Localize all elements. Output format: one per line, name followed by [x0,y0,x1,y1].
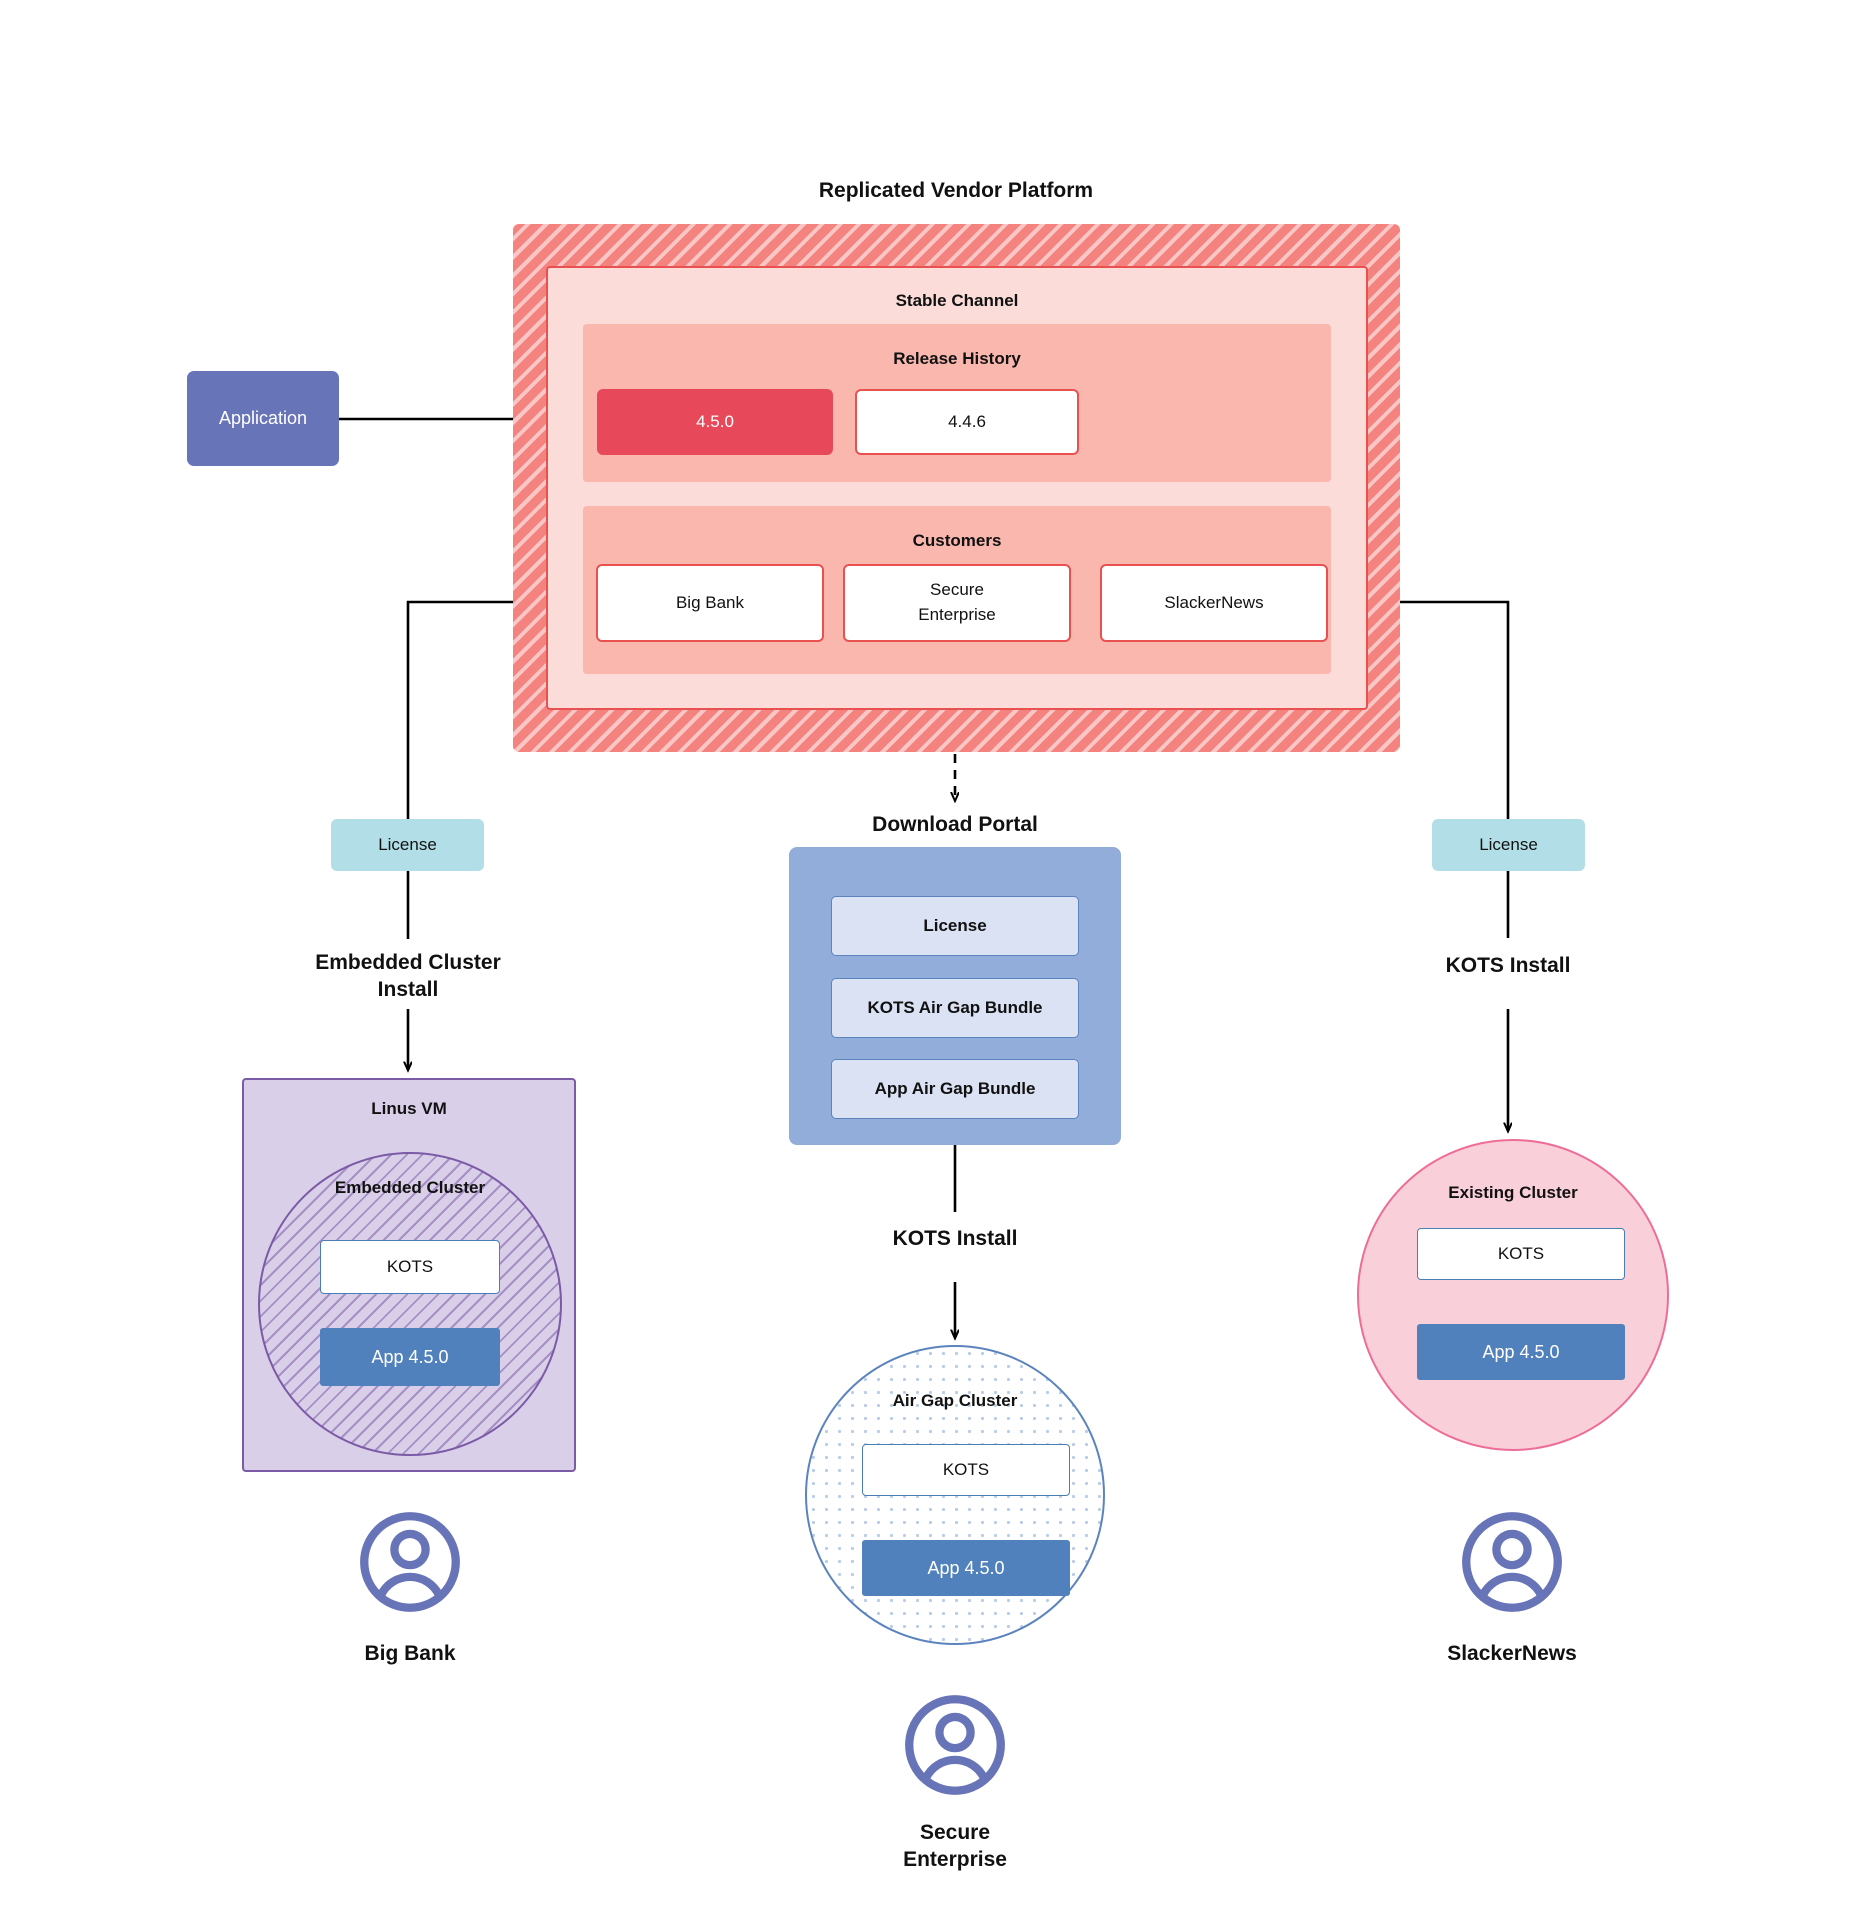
user-avatar-icon [360,1512,460,1612]
avatar-slackernews [1460,1510,1564,1614]
license-chip-left[interactable]: License [331,819,484,871]
kots-install-label-right: KOTS Install [1445,954,1571,977]
customer-card-big-bank[interactable]: Big Bank [596,564,824,642]
customer-card-slackernews[interactable]: SlackerNews [1100,564,1328,642]
application-box[interactable]: Application [187,371,339,466]
portal-item-license[interactable]: License [831,896,1079,956]
page-title: Replicated Vendor Platform [818,179,1094,202]
embedded-kots-box[interactable]: KOTS [320,1240,500,1294]
release-card-current[interactable]: 4.5.0 [597,389,833,455]
airgap-kots-box[interactable]: KOTS [862,1444,1070,1496]
airgap-app-box[interactable]: App 4.5.0 [862,1540,1070,1596]
portal-item-app-air-gap-bundle[interactable]: App Air Gap Bundle [831,1059,1079,1119]
person-label-slackernews: SlackerNews [1447,1642,1577,1665]
user-avatar-icon [1462,1512,1562,1612]
existing-cluster-circle [1357,1139,1669,1451]
customers-title: Customers [912,531,1002,550]
kots-install-label-middle: KOTS Install [892,1227,1018,1250]
embedded-cluster-label: Embedded Cluster [334,1178,486,1197]
avatar-secure-enterprise [903,1693,1007,1797]
air-gap-cluster-label: Air Gap Cluster [892,1391,1018,1410]
existing-app-box[interactable]: App 4.5.0 [1417,1324,1625,1380]
existing-kots-box[interactable]: KOTS [1417,1228,1625,1280]
embedded-cluster-install-label: Embedded Cluster Install [315,951,501,1001]
license-chip-right[interactable]: License [1432,819,1585,871]
stable-channel-title: Stable Channel [895,291,1019,310]
release-history-title: Release History [893,349,1021,368]
customer-card-secure-enterprise[interactable]: Secure Enterprise [843,564,1071,642]
embedded-cluster-circle [258,1152,562,1456]
release-card-previous[interactable]: 4.4.6 [855,389,1079,455]
person-label-big-bank: Big Bank [364,1642,456,1665]
portal-item-kots-air-gap-bundle[interactable]: KOTS Air Gap Bundle [831,978,1079,1038]
download-portal-title: Download Portal [872,813,1038,836]
user-avatar-icon [905,1695,1005,1795]
download-portal-container: License KOTS Air Gap Bundle App Air Gap … [789,847,1121,1145]
avatar-big-bank [358,1510,462,1614]
person-label-secure-enterprise: Secure Enterprise [903,1821,1007,1871]
existing-cluster-label: Existing Cluster [1448,1183,1578,1202]
linux-vm-label: Linus VM [371,1099,447,1118]
embedded-app-box[interactable]: App 4.5.0 [320,1328,500,1386]
